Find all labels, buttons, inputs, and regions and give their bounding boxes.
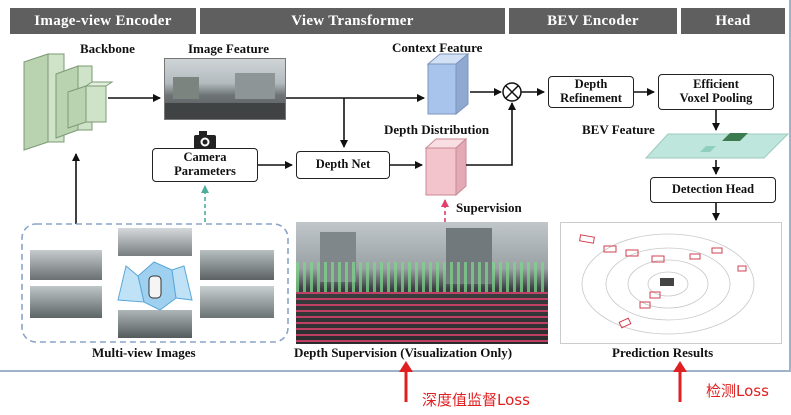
voxel-pooling-line2: Voxel Pooling <box>679 91 753 105</box>
image-feature-photo <box>164 58 286 120</box>
bev-feature-plane <box>644 133 790 159</box>
context-feature-cube <box>426 52 470 116</box>
camera-parameters-line2: Parameters <box>174 164 236 178</box>
voxel-pooling-line1: Efficient <box>693 77 739 92</box>
camera-parameters-line1: Camera <box>183 150 227 165</box>
depth-net-label: Depth Net <box>315 157 371 172</box>
depth-supervision-caption: Depth Supervision (Visualization Only) <box>294 345 513 360</box>
stage-image-view-encoder: Image-view Encoder <box>10 8 196 34</box>
detection-head-label: Detection Head <box>671 182 755 197</box>
depth-distribution-cube <box>424 137 468 197</box>
camera-icon <box>194 131 216 149</box>
connectors <box>21 52 790 343</box>
prediction-results-caption: Prediction Results <box>612 345 714 360</box>
depth-distribution-label: Depth Distribution <box>384 122 490 137</box>
bev-feature-label: BEV Feature <box>582 122 655 137</box>
multiview-caption: Multi-view Images <box>92 345 196 360</box>
stage-bev-encoder: BEV Encoder <box>509 8 677 34</box>
car-icon <box>148 275 162 299</box>
backbone-label: Backbone <box>80 41 135 56</box>
prediction-results-drawing <box>579 233 755 335</box>
image-feature-label: Image Feature <box>188 41 269 56</box>
diagram-frame: Image-view Encoder View Transformer BEV … <box>0 0 791 372</box>
detect-loss-annotation: 检测Loss <box>706 382 769 400</box>
backbone-blocks <box>23 53 114 151</box>
multiview-region <box>21 223 289 343</box>
supervision-label: Supervision <box>456 200 522 215</box>
stage-view-transformer: View Transformer <box>200 8 505 34</box>
camera-parameters-box: Camera Parameters <box>152 148 258 182</box>
stage-head: Head <box>681 8 785 34</box>
context-feature-label: Context Feature <box>392 40 483 55</box>
depth-refinement-line2: Refinement <box>560 91 622 105</box>
depth-refinement-line1: Depth <box>574 77 608 92</box>
depth-supervision-image <box>296 222 548 344</box>
depth-refinement-box: Depth Refinement <box>548 76 634 108</box>
depth-net-box: Depth Net <box>296 151 390 179</box>
ego-vehicle-fov <box>117 261 193 311</box>
depth-loss-annotation: 深度值监督Loss <box>422 391 530 409</box>
detection-head-box: Detection Head <box>650 177 776 203</box>
voxel-pooling-box: Efficient Voxel Pooling <box>658 74 774 110</box>
